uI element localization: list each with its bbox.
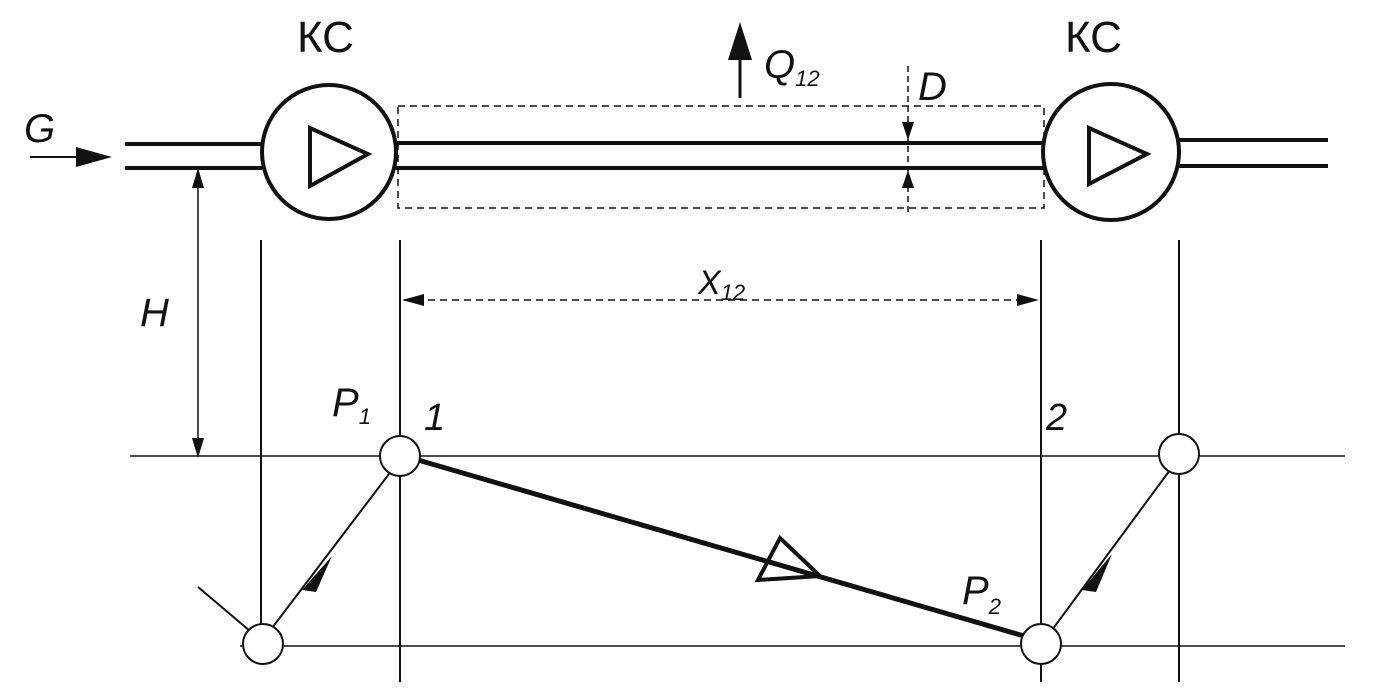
- node-circle: [379, 435, 421, 477]
- play-triangle-icon: [1087, 124, 1152, 188]
- compression-arrow-right: [1082, 554, 1112, 592]
- length-label: X12: [697, 264, 745, 305]
- node-circle: [1158, 433, 1200, 475]
- pressure-profile: [197, 457, 1171, 639]
- station-left-label: КС: [297, 13, 354, 62]
- diameter-dimension: [902, 66, 914, 214]
- pressure-nodes: [242, 433, 1200, 665]
- node-circle: [242, 623, 284, 665]
- compression-arrow-left: [302, 556, 332, 592]
- node-circle: [1020, 623, 1062, 665]
- compressor-station-right: [1041, 82, 1181, 222]
- pipeline-group: [125, 105, 1328, 209]
- height-label: H: [140, 291, 169, 335]
- heat-flux-label: Q12: [764, 43, 820, 91]
- node-2-label: 2: [1045, 397, 1067, 439]
- play-triangle-icon: [308, 124, 373, 190]
- node-1-label: 1: [424, 397, 445, 439]
- pressure-1-label: P1: [332, 381, 371, 429]
- flow-direction-triangle: [754, 534, 825, 583]
- height-dimension: [192, 168, 204, 458]
- compressor-station-left: [260, 83, 398, 221]
- horizontal-lines: [130, 455, 1345, 647]
- pressure-2-label: P2: [962, 569, 1001, 619]
- flow-arrow: [30, 147, 112, 167]
- control-volume-dashed: [397, 105, 1045, 209]
- flow-label: G: [24, 107, 55, 151]
- diameter-label: D: [918, 65, 947, 109]
- length-dimension: [402, 294, 1039, 306]
- station-right-label: КС: [1065, 13, 1122, 62]
- heat-flux-arrow: [728, 22, 752, 98]
